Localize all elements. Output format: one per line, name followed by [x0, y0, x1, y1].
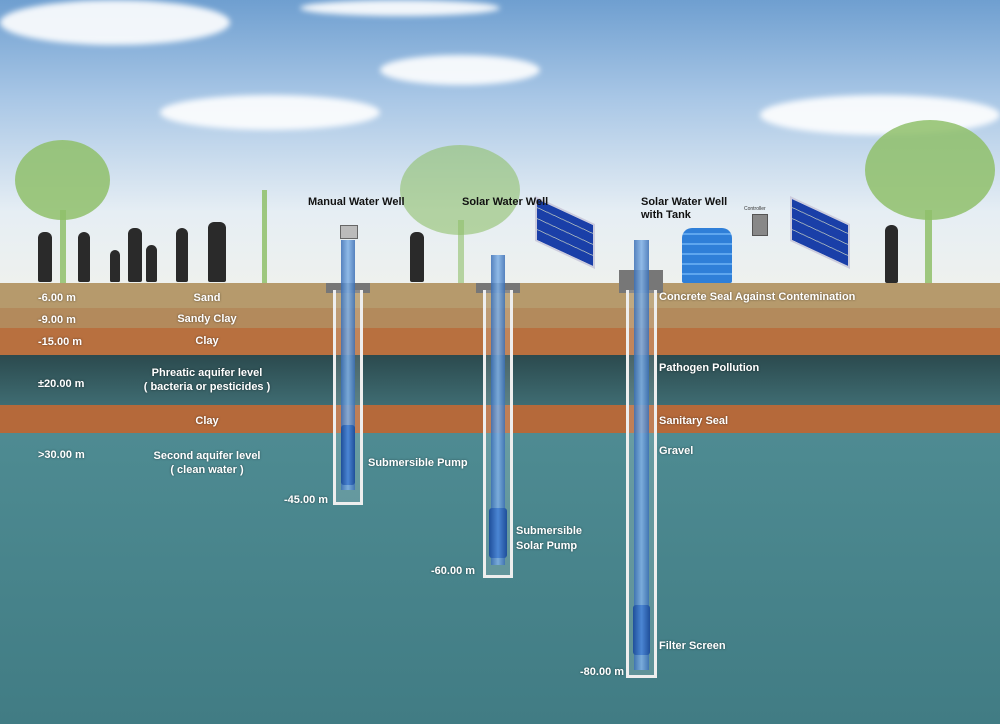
solar-well-pipe	[491, 255, 505, 565]
depth-label: -15.00 m	[38, 336, 83, 348]
solar-well-title: Solar Water Well	[462, 196, 549, 208]
person	[78, 232, 90, 282]
manual-well-depth: -45.00 m	[284, 494, 329, 506]
tree-trunk	[925, 210, 932, 283]
layer-sublabel: ( bacteria or pesticides )	[143, 381, 271, 393]
tree-trunk	[458, 220, 464, 283]
depth-label: -6.00 m	[38, 292, 76, 304]
bare-tree	[262, 190, 267, 283]
submersible-pump	[341, 425, 355, 485]
tank-well-pipe	[634, 240, 649, 670]
controller-box	[752, 214, 768, 236]
callout-pathogen-pollution: Pathogen Pollution	[659, 362, 760, 374]
tree	[15, 140, 110, 220]
person	[176, 228, 188, 282]
cloud	[160, 95, 380, 130]
submersible-solar-pump	[489, 508, 507, 558]
layer-label: Sandy Clay	[177, 313, 237, 325]
tank-well-title: Solar Water Well with Tank	[641, 196, 728, 221]
callout-filter-screen: Filter Screen	[659, 640, 726, 652]
cloud	[300, 0, 500, 16]
callout-sanitary-seal: Sanitary Seal	[659, 415, 729, 427]
water-tank	[682, 228, 732, 283]
layer-label: Phreatic aquifer level	[151, 367, 263, 379]
hand-pump	[340, 225, 358, 239]
layer-label: Clay	[195, 335, 219, 347]
tank-well-depth: -80.00 m	[580, 666, 625, 678]
depth-label: -9.00 m	[38, 314, 76, 326]
manual-well-title: Manual Water Well	[308, 196, 405, 208]
person	[208, 222, 226, 282]
tree-trunk	[60, 210, 66, 283]
person	[146, 245, 157, 282]
depth-label: ±20.00 m	[38, 378, 85, 390]
cloud	[0, 0, 230, 45]
depth-label: >30.00 m	[38, 449, 85, 461]
person	[128, 228, 142, 282]
layer-sublabel: ( clean water )	[170, 464, 244, 476]
solar-well-depth: -60.00 m	[431, 565, 476, 577]
callout-submersible-solar-pump: Submersible	[516, 525, 583, 537]
person	[410, 232, 424, 282]
callout-concrete-seal: Concrete Seal Against Contemination	[659, 291, 856, 303]
layer-label: Second aquifer level	[153, 450, 261, 462]
callout-submersible-pump: Submersible Pump	[368, 457, 468, 469]
tree	[865, 120, 995, 220]
callout-submersible-solar-pump-2: Solar Pump	[516, 540, 578, 552]
person	[110, 250, 120, 282]
person	[38, 232, 52, 282]
layer-label: Sand	[193, 292, 221, 304]
layer-label: Clay	[195, 415, 219, 427]
person	[885, 225, 898, 283]
filter-screen-pump	[633, 605, 650, 655]
controller-label: Controller	[744, 206, 766, 212]
cloud	[380, 55, 540, 85]
callout-gravel: Gravel	[659, 445, 694, 457]
